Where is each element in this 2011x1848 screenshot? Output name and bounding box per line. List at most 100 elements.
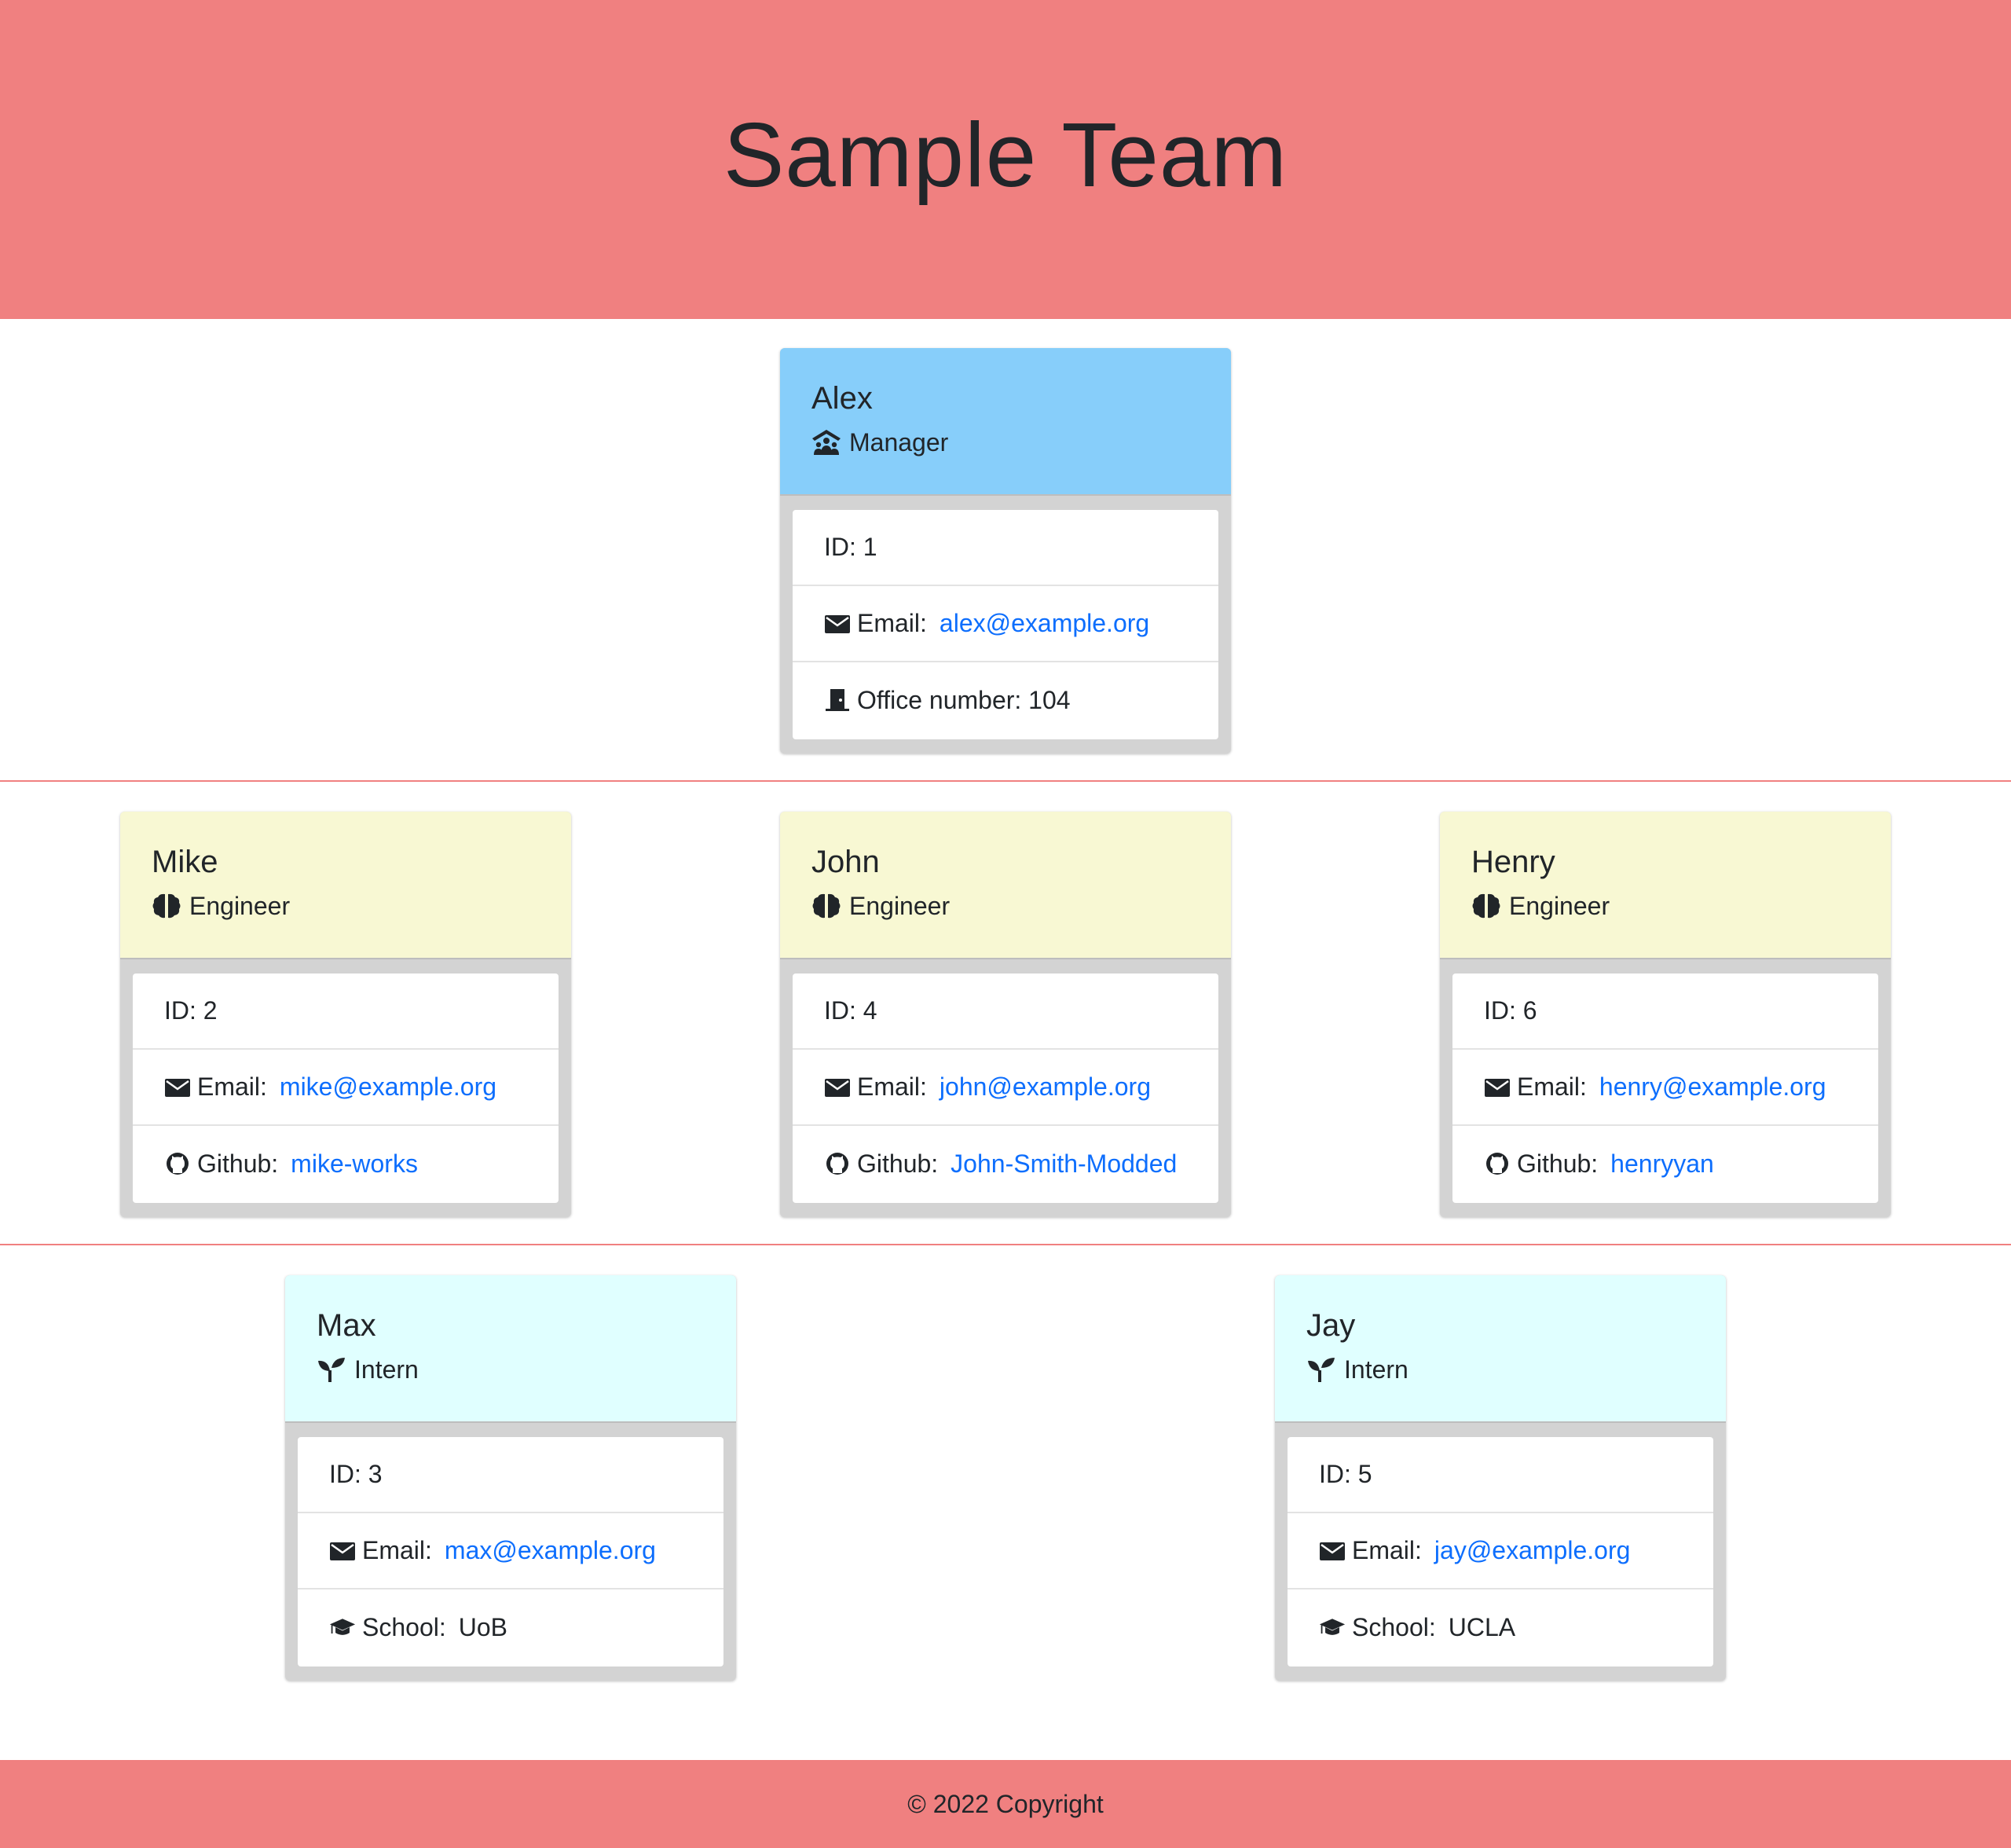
card-header: Mike Engineer [120, 812, 571, 959]
github-label: Github: [857, 1149, 939, 1178]
engineer-card: Henry Engineer ID: 6 Email: henry@exampl… [1440, 812, 1891, 1217]
employee-role: Engineer [152, 890, 540, 922]
role-label: Intern [1344, 1355, 1408, 1384]
graduation-cap-icon [329, 1619, 356, 1635]
employee-name: Max [317, 1308, 376, 1343]
role-label: Engineer [189, 892, 291, 920]
section-divider [0, 780, 2011, 782]
employee-role: Engineer [1471, 890, 1859, 922]
school-row: School: UoB [298, 1590, 723, 1665]
github-link[interactable]: John-Smith-Modded [951, 1149, 1178, 1178]
people-roof-icon [812, 430, 841, 455]
brain-icon [812, 893, 841, 918]
section-divider [0, 1244, 2011, 1245]
employee-id: ID: 5 [1319, 1460, 1372, 1488]
email-link[interactable]: john@example.org [939, 1072, 1151, 1101]
card-header: Alex Manager [780, 348, 1231, 496]
card-details: ID: 4 Email: john@example.org Github: Jo… [793, 974, 1218, 1203]
id-row: ID: 5 [1288, 1437, 1713, 1513]
role-label: Engineer [1509, 892, 1610, 920]
envelope-icon [825, 614, 850, 633]
email-label: Email: [362, 1536, 432, 1564]
school-name: UCLA [1448, 1612, 1516, 1641]
intern-card: Jay Intern ID: 5 Email: jay@exam [1275, 1275, 1726, 1681]
envelope-icon [825, 1078, 850, 1097]
employee-id: ID: 1 [824, 533, 877, 561]
office-row: Office number: 104 [793, 662, 1218, 738]
employee-id: ID: 6 [1484, 996, 1537, 1025]
card-details: ID: 3 Email: max@example.org School: UoB [298, 1437, 723, 1666]
email-row: Email: max@example.org [298, 1513, 723, 1590]
envelope-icon [1485, 1078, 1510, 1097]
envelope-icon [1320, 1542, 1345, 1560]
employee-name: Henry [1471, 845, 1555, 879]
id-row: ID: 1 [793, 510, 1218, 586]
github-icon [167, 1153, 189, 1175]
employee-name: John [811, 845, 880, 879]
employee-name: Mike [152, 845, 218, 879]
github-link[interactable]: mike-works [291, 1149, 418, 1178]
seedling-icon [1308, 1358, 1335, 1382]
card-details: ID: 2 Email: mike@example.org Github: mi… [133, 974, 559, 1203]
employee-name: Jay [1306, 1308, 1356, 1343]
engineer-card: Mike Engineer ID: 2 Email: mike@example.… [120, 812, 571, 1217]
github-row: Github: mike-works [133, 1126, 559, 1201]
github-row: Github: John-Smith-Modded [793, 1126, 1218, 1201]
envelope-icon [165, 1078, 190, 1097]
role-label: Engineer [849, 892, 951, 920]
employee-role: Engineer [811, 890, 1200, 922]
email-row: Email: john@example.org [793, 1050, 1218, 1126]
email-label: Email: [1517, 1072, 1587, 1101]
email-link[interactable]: jay@example.org [1434, 1536, 1631, 1564]
role-label: Manager [849, 428, 949, 456]
school-label: School: [1352, 1612, 1436, 1641]
school-name: UoB [458, 1612, 507, 1641]
card-details: ID: 6 Email: henry@example.org Github: h… [1452, 974, 1878, 1203]
brain-icon [1472, 893, 1500, 918]
envelope-icon [330, 1542, 355, 1560]
github-link[interactable]: henryyan [1610, 1149, 1714, 1178]
email-row: Email: alex@example.org [793, 586, 1218, 662]
github-icon [1486, 1153, 1508, 1175]
email-link[interactable]: henry@example.org [1599, 1072, 1826, 1101]
employee-id: ID: 4 [824, 996, 877, 1025]
employee-role: Intern [317, 1354, 705, 1385]
manager-card: Alex Manager ID: 1 Email: alex@examp [780, 348, 1231, 754]
brain-icon [152, 893, 181, 918]
page-header: Sample Team [0, 0, 2011, 319]
email-label: Email: [197, 1072, 267, 1101]
id-row: ID: 6 [1452, 974, 1878, 1050]
github-label: Github: [197, 1149, 279, 1178]
intern-card: Max Intern ID: 3 Email: max@exam [285, 1275, 736, 1681]
engineer-card: John Engineer ID: 4 Email: john@example.… [780, 812, 1231, 1217]
employee-id: ID: 2 [164, 996, 218, 1025]
email-row: Email: henry@example.org [1452, 1050, 1878, 1126]
card-header: John Engineer [780, 812, 1231, 959]
card-header: Jay Intern [1275, 1275, 1726, 1423]
email-link[interactable]: max@example.org [444, 1536, 656, 1564]
school-label: School: [362, 1612, 446, 1641]
school-row: School: UCLA [1288, 1590, 1713, 1665]
employee-role: Intern [1306, 1354, 1694, 1385]
card-details: ID: 1 Email: alex@example.org Office num… [793, 510, 1218, 739]
id-row: ID: 3 [298, 1437, 723, 1513]
employee-name: Alex [811, 381, 873, 416]
id-row: ID: 4 [793, 974, 1218, 1050]
page-title: Sample Team [723, 104, 1288, 206]
email-row: Email: jay@example.org [1288, 1513, 1713, 1590]
github-row: Github: henryyan [1452, 1126, 1878, 1201]
graduation-cap-icon [1319, 1619, 1346, 1635]
github-label: Github: [1517, 1149, 1599, 1178]
page-footer: © 2022 Copyright [0, 1760, 2011, 1848]
github-icon [826, 1153, 848, 1175]
email-row: Email: mike@example.org [133, 1050, 559, 1126]
role-label: Intern [354, 1355, 419, 1384]
employee-role: Manager [811, 427, 1200, 458]
card-header: Henry Engineer [1440, 812, 1891, 959]
card-details: ID: 5 Email: jay@example.org School: UCL… [1288, 1437, 1713, 1666]
seedling-icon [318, 1358, 345, 1382]
card-header: Max Intern [285, 1275, 736, 1423]
id-row: ID: 2 [133, 974, 559, 1050]
email-link[interactable]: alex@example.org [939, 609, 1150, 637]
email-link[interactable]: mike@example.org [279, 1072, 497, 1101]
